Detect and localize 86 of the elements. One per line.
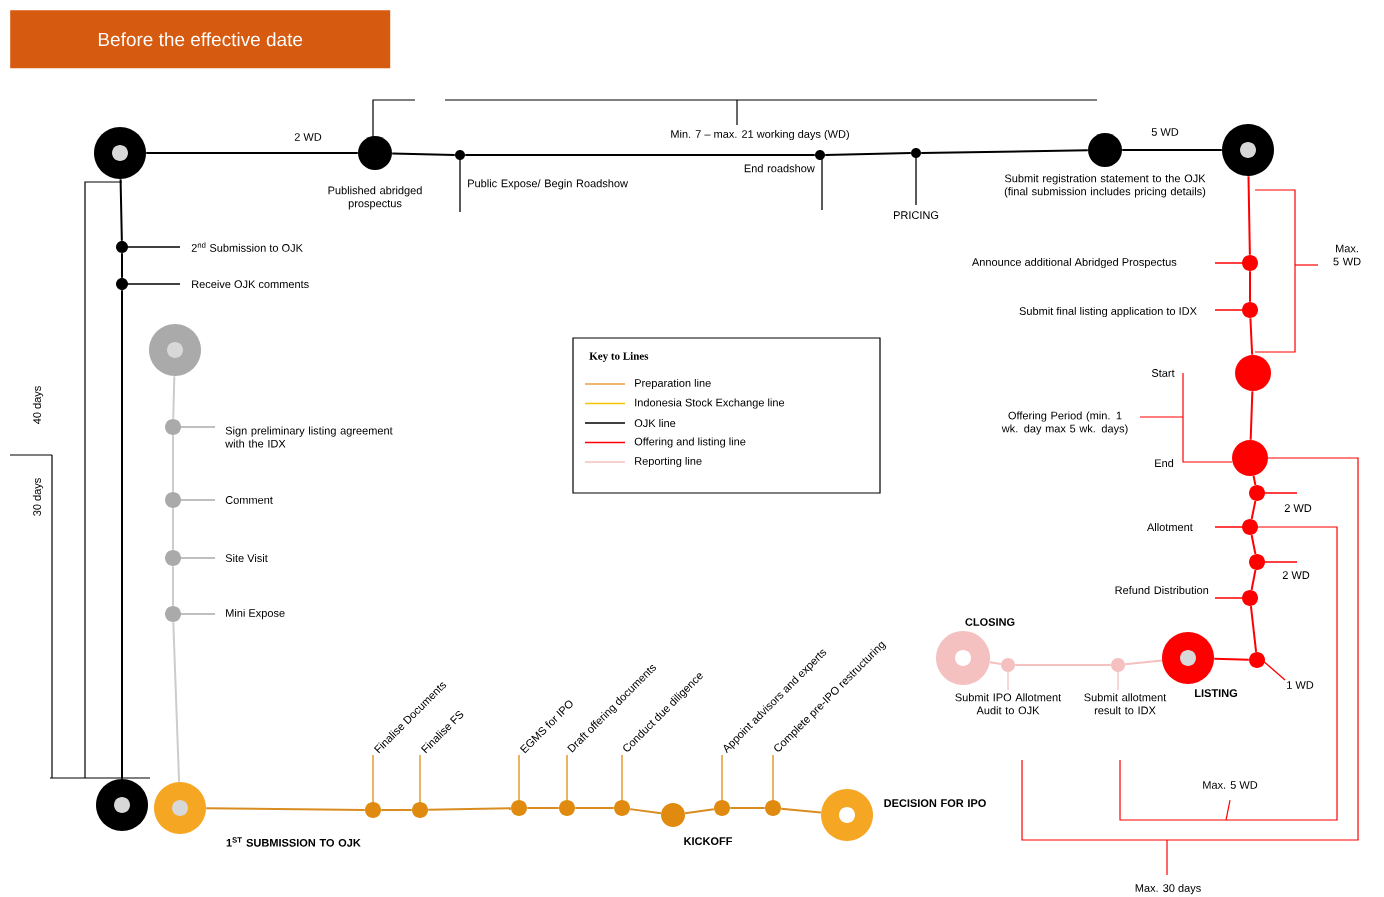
timeline-line — [1249, 270, 1251, 303]
timeline-line — [574, 807, 615, 809]
timeline-line — [145, 152, 359, 154]
timeline-line — [1249, 605, 1258, 653]
timeline-line — [684, 808, 715, 815]
milestone-label: 1 WD — [1287, 681, 1314, 689]
milestone-label: Sign preliminary listing agreement with the IDX — [225, 426, 393, 448]
milestone-label: Announce additional Abridged Prospectus — [971, 257, 1177, 269]
milestone-dot — [1235, 355, 1271, 391]
timeline-line — [1014, 664, 1112, 666]
timeline-line — [629, 808, 662, 815]
legend-title: Key to Lines — [589, 352, 649, 362]
milestone-dot — [1232, 440, 1268, 476]
milestone-label: 2 WD — [1284, 504, 1312, 512]
milestone-label: Submit IPO Allotment Audit to OJK — [955, 693, 1062, 715]
timeline-line — [205, 807, 366, 811]
milestone-label: Mini Expose — [226, 608, 285, 620]
milestone-label: CLOSING — [965, 618, 1015, 626]
milestone-label: KICKOFF — [684, 837, 733, 845]
timeline-line — [920, 149, 1089, 154]
timeline-line — [121, 252, 123, 279]
timeline-line — [1249, 317, 1254, 356]
milestone-label: DECISION FOR IPO — [884, 799, 986, 807]
title-banner: Before the effective date — [10, 10, 391, 69]
duration-label: Max. 30 days — [1135, 883, 1201, 895]
milestone-label: Comment — [225, 496, 273, 504]
milestone-label: Public Expose/ Begin Roadshow — [468, 179, 628, 190]
timeline-line — [1252, 474, 1257, 486]
milestone-label: LISTING — [1195, 689, 1238, 697]
milestone-ring — [149, 324, 201, 376]
milestone-label: Site Visit — [225, 553, 268, 563]
milestone-label: 2$^{nd}$ Submission to OJK — [191, 242, 303, 252]
milestone-ring — [1222, 124, 1274, 176]
legend-label: Offering and listing line — [634, 437, 746, 448]
timeline-line — [780, 807, 822, 814]
timeline-line — [1249, 390, 1254, 441]
timeline-line — [988, 661, 1002, 665]
period-label: Offering Period (min. 1 wk. day max 5 wk. days) — [1001, 411, 1128, 435]
timeline-line — [172, 565, 174, 607]
milestone-label: End roadshow — [744, 164, 815, 173]
timeline-line — [391, 152, 456, 156]
duration-label: Max. 5 WD — [1333, 244, 1361, 266]
milestone-label: 1$^{ST}$ SUBMISSION TO OJK — [226, 837, 361, 847]
timeline-line — [1250, 500, 1257, 520]
milestone-dot — [1214, 302, 1258, 318]
legend-label: OJK line — [634, 418, 676, 428]
timeline-line — [1250, 569, 1257, 591]
timeline-line — [172, 621, 181, 783]
timeline-line — [1250, 534, 1257, 555]
milestone-label: Refund Distribution — [1115, 585, 1209, 595]
dimension-label: 40 days — [32, 386, 44, 424]
timeline-line — [526, 807, 560, 809]
timeline-line — [824, 152, 912, 156]
timeline-line — [172, 507, 174, 551]
timeline-line — [1121, 149, 1223, 151]
timeline-line — [1213, 657, 1250, 661]
milestone-label: Submit registration statement to the OJK (final submission includes pricing details) — [1004, 174, 1206, 198]
timeline-line — [1247, 175, 1251, 256]
duration-label: Max. 5 WD — [1203, 781, 1258, 789]
milestone-label: PRICING — [894, 211, 939, 219]
duration-label: Min. 7 – max. 21 working days (WD) — [671, 129, 849, 141]
milestone-ring — [96, 779, 148, 831]
legend-label: Preparation line — [635, 378, 711, 390]
milestone-label: Submit allotment result to IDX — [1084, 693, 1167, 715]
milestone-label: 2 WD — [1282, 571, 1310, 579]
milestone-ring — [94, 127, 146, 179]
timeline-line — [172, 375, 176, 420]
timeline-line — [427, 807, 512, 811]
timeline-line — [380, 809, 413, 811]
timeline-line — [172, 434, 174, 493]
timeline-line — [1124, 659, 1163, 666]
step-label: Start — [1151, 369, 1175, 377]
milestone-label: Receive OJK comments — [192, 279, 309, 289]
legend-label: Indonesia Stock Exchange line — [635, 398, 785, 409]
timeline-line — [119, 178, 123, 242]
duration-label: 5 WD — [1151, 128, 1179, 136]
step-label: Submit final listing application to IDX — [1019, 306, 1197, 318]
duration-label: 2 WD — [294, 133, 322, 141]
timeline-line — [729, 807, 766, 809]
step-label: End — [1155, 458, 1174, 468]
timeline-line — [121, 289, 123, 780]
milestone-label: Published abridged prospectus — [328, 186, 422, 210]
timeline-line — [464, 154, 816, 156]
milestone-label: Allotment — [1147, 522, 1193, 532]
dimension-label: 30 days — [32, 478, 44, 516]
legend-label: Reporting line — [635, 456, 702, 468]
